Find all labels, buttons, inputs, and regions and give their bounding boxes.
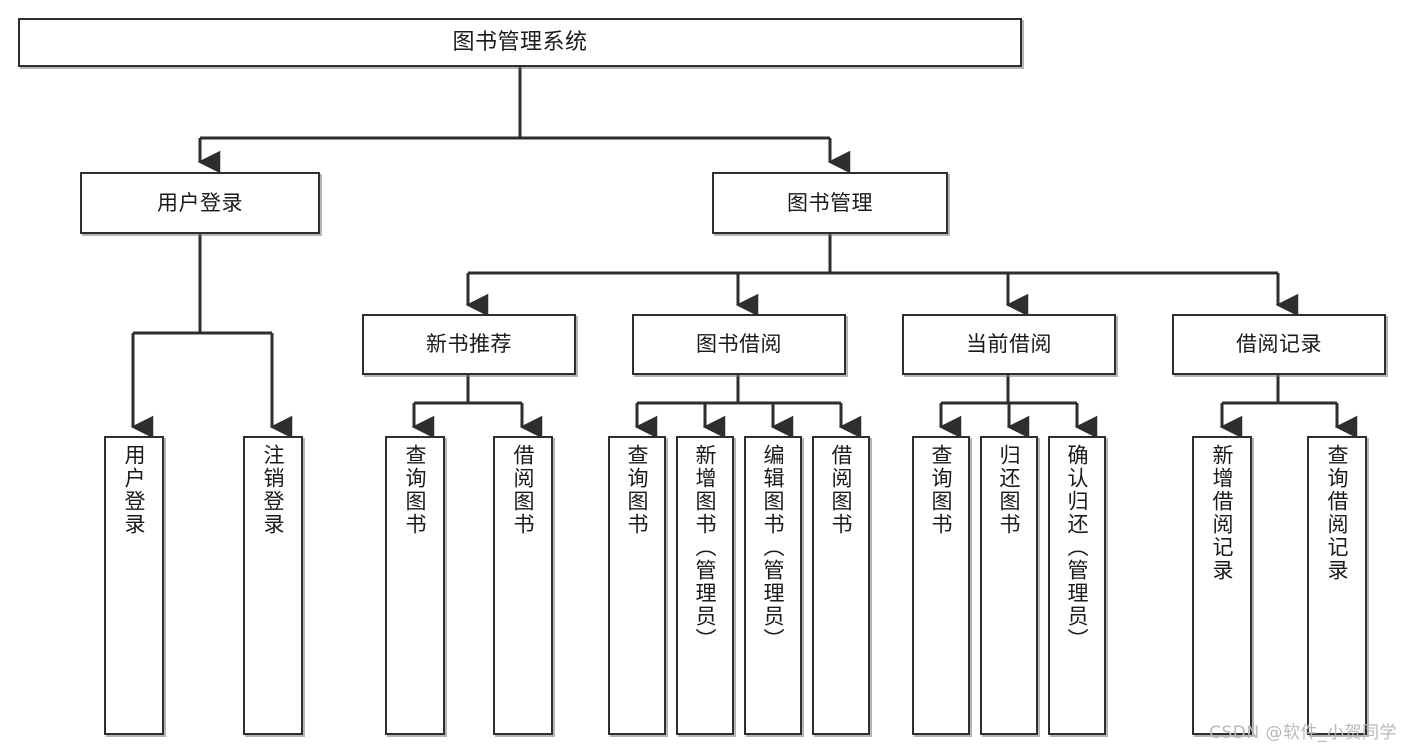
node-label: 新增图书（管理员） [693, 444, 718, 651]
node-current-borrow[interactable]: 当前借阅 [902, 314, 1116, 375]
node-label: 归还图书 [997, 444, 1022, 536]
node-label: 查询借阅记录 [1325, 444, 1350, 582]
leaf-book-borrow-add[interactable]: 新增图书（管理员） [676, 436, 734, 735]
node-label: 图书借阅 [696, 332, 782, 357]
node-label: 借阅记录 [1236, 332, 1322, 357]
node-label: 图书管理系统 [452, 29, 588, 55]
node-label: 借阅图书 [829, 444, 854, 536]
node-borrow-record[interactable]: 借阅记录 [1172, 314, 1386, 375]
node-label: 新书推荐 [426, 332, 512, 357]
leaf-user-login-logout[interactable]: 注销登录 [243, 436, 303, 735]
node-new-book-recommend[interactable]: 新书推荐 [362, 314, 576, 375]
node-label: 查询图书 [929, 444, 954, 536]
node-label: 确认归还（管理员） [1065, 444, 1090, 651]
node-label: 新增借阅记录 [1210, 444, 1235, 582]
node-label: 借阅图书 [511, 444, 536, 536]
node-user-login[interactable]: 用户登录 [80, 172, 320, 234]
node-label: 图书管理 [787, 190, 873, 215]
node-label: 查询图书 [625, 444, 650, 536]
leaf-book-borrow-query[interactable]: 查询图书 [608, 436, 666, 735]
leaf-current-borrow-return[interactable]: 归还图书 [980, 436, 1038, 735]
node-label: 编辑图书（管理员） [761, 444, 786, 651]
leaf-current-borrow-confirm-return[interactable]: 确认归还（管理员） [1048, 436, 1106, 735]
node-label: 用户登录 [122, 444, 147, 536]
leaf-user-login-login[interactable]: 用户登录 [104, 436, 164, 735]
node-label: 用户登录 [157, 190, 243, 215]
leaf-borrow-record-add[interactable]: 新增借阅记录 [1192, 436, 1252, 735]
leaf-new-book-borrow[interactable]: 借阅图书 [493, 436, 553, 735]
leaf-borrow-record-query[interactable]: 查询借阅记录 [1307, 436, 1367, 735]
leaf-book-borrow-edit[interactable]: 编辑图书（管理员） [744, 436, 802, 735]
csdn-watermark: CSDN @软件_小贺同学 [1209, 723, 1397, 743]
node-book-borrow[interactable]: 图书借阅 [632, 314, 846, 375]
node-label: 当前借阅 [966, 332, 1052, 357]
leaf-book-borrow-borrow[interactable]: 借阅图书 [812, 436, 870, 735]
node-label: 查询图书 [403, 444, 428, 536]
node-label: 注销登录 [261, 444, 286, 536]
leaf-new-book-query[interactable]: 查询图书 [385, 436, 445, 735]
node-book-management[interactable]: 图书管理 [712, 172, 948, 234]
leaf-current-borrow-query[interactable]: 查询图书 [912, 436, 970, 735]
node-root-system[interactable]: 图书管理系统 [18, 18, 1022, 67]
